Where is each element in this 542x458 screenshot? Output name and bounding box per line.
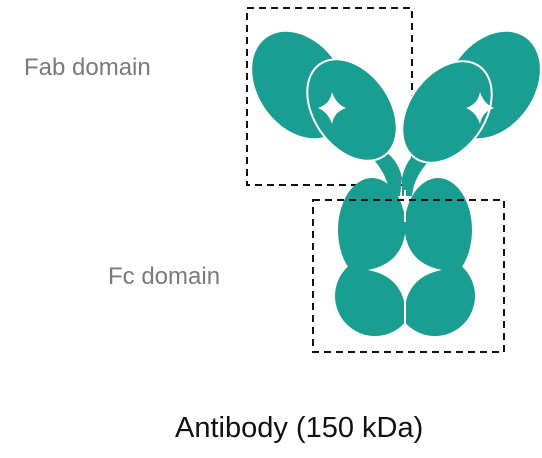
fab-light-lobe <box>306 58 398 162</box>
fc-center-gap <box>368 234 442 306</box>
fc-upper-right-lobe <box>404 178 472 282</box>
fab-gap <box>466 92 494 124</box>
fab-gap <box>318 92 346 124</box>
fab-arm-right <box>401 31 540 164</box>
fab-light-lobe <box>401 60 493 164</box>
fc-domain-box <box>312 199 505 353</box>
fc-upper-left-lobe <box>338 178 406 282</box>
fab-arm-left <box>252 31 398 162</box>
antibody-shape <box>252 31 540 336</box>
fab-domain-label: Fab domain <box>24 54 151 81</box>
fc-domain-label: Fc domain <box>108 263 221 290</box>
hinge <box>374 148 402 196</box>
antibody-caption: Antibody (150 kDa) <box>175 412 424 444</box>
fc-region <box>335 178 475 336</box>
